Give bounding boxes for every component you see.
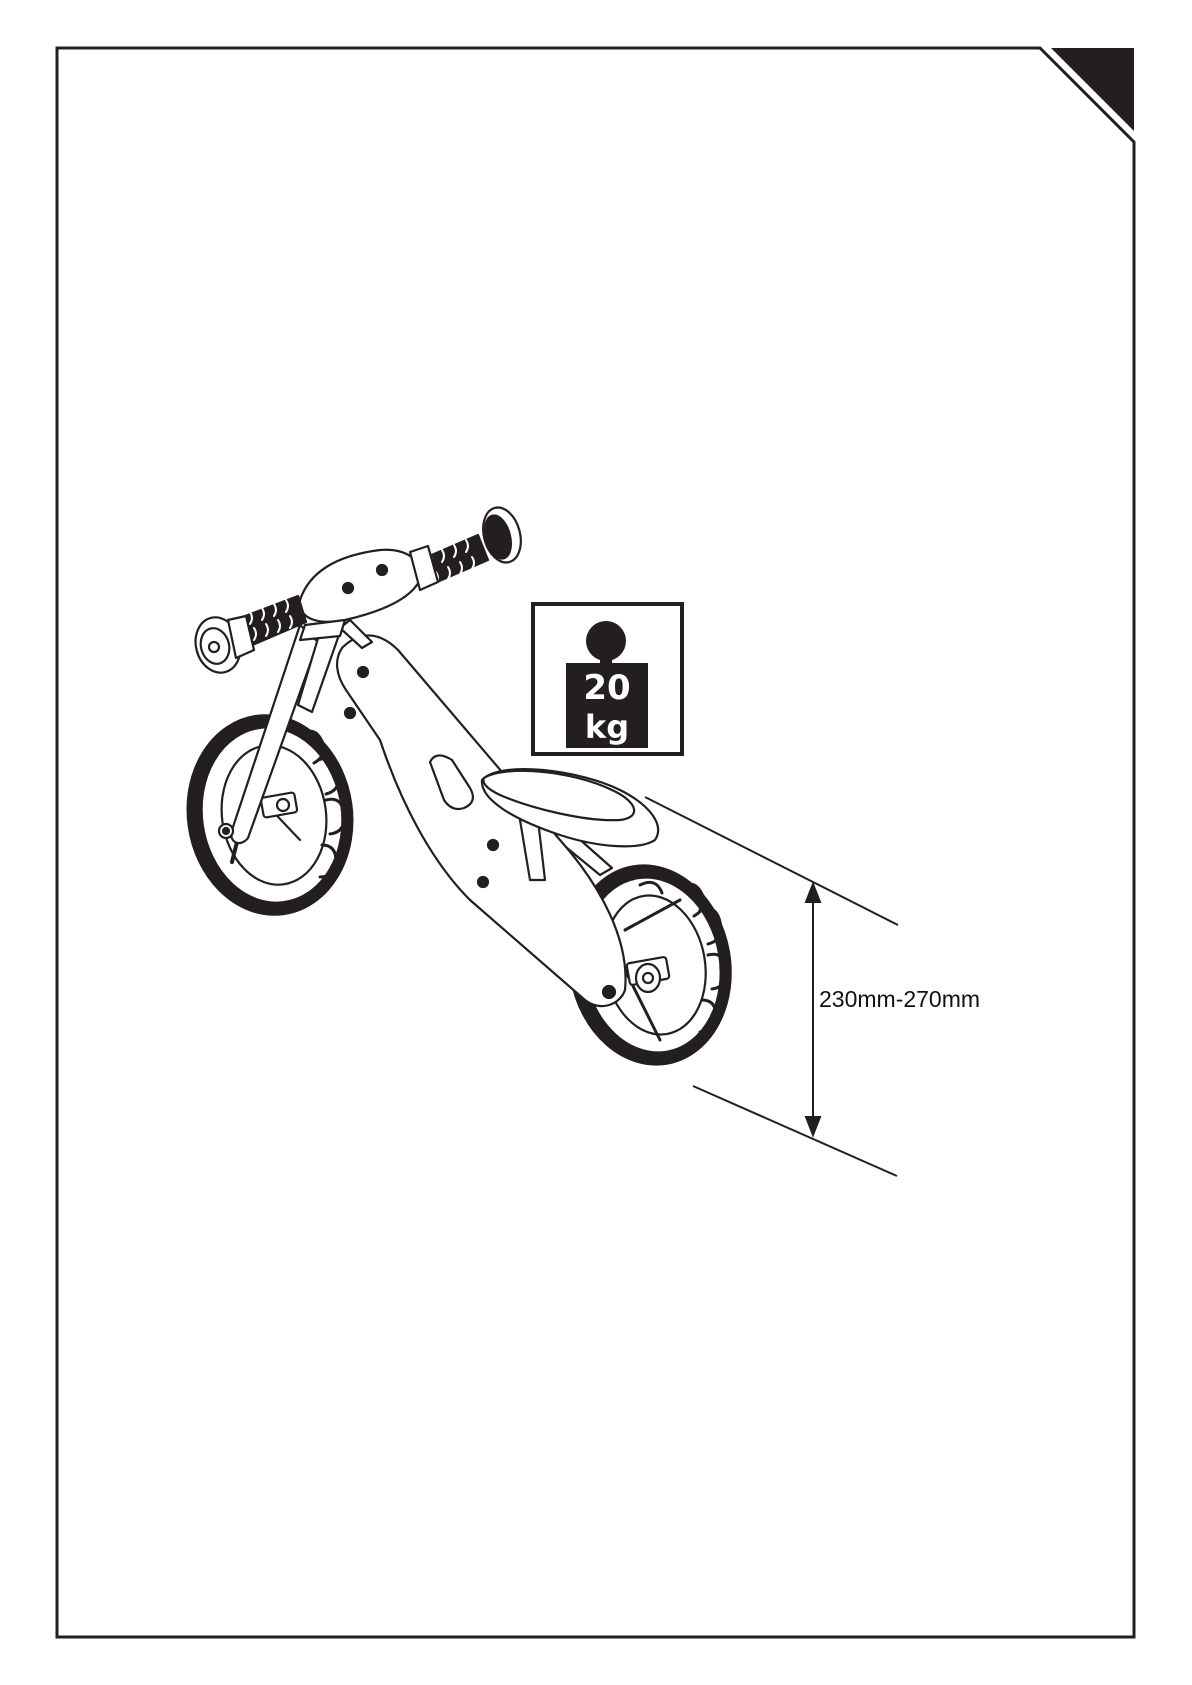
weight-limit-icon: 20 kg [533, 604, 682, 754]
weight-limit-unit: kg [585, 708, 629, 746]
dimension-lower-line [693, 1086, 897, 1176]
seat-height-label: 230mm-270mm [819, 986, 980, 1012]
dimension-arrow-up [806, 884, 820, 902]
weight-limit-value: 20 [583, 668, 630, 708]
balance-bike-illustration [175, 503, 746, 1077]
handlebar-plate [300, 550, 421, 622]
dimension-arrow-down [806, 1117, 820, 1135]
right-handle-grip [410, 503, 527, 590]
corner-tab [1051, 48, 1134, 131]
